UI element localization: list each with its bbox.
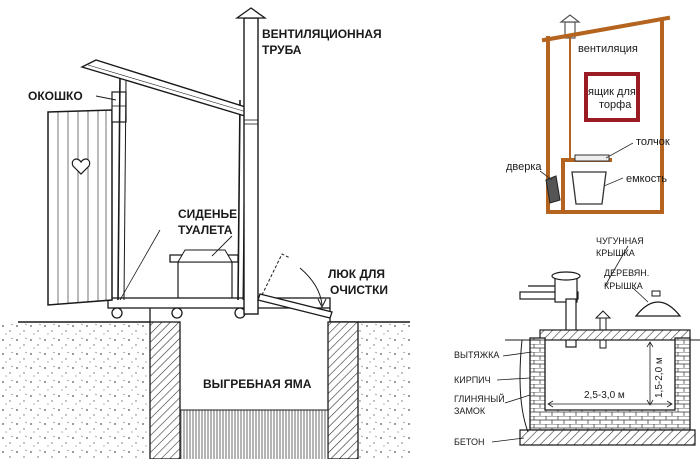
ground-soil-right (358, 322, 410, 459)
peat-toilet-drawing (539, 14, 671, 214)
pit-wall-left (149, 321, 181, 459)
label-ventilation-pipe-1: ВЕНТИЛЯЦИОННАЯ (262, 27, 382, 41)
label-cast-iron-lid-1: ЧУГУННАЯ (596, 236, 644, 246)
container (571, 171, 607, 205)
label-wood-lid-1: ДЕРЕВЯН. (604, 268, 649, 278)
ground-soil-left (0, 322, 148, 459)
pit-wall-right (327, 321, 359, 459)
label-concrete: БЕТОН (454, 437, 485, 447)
cesspit-section-drawing (491, 245, 700, 446)
label-seat-1: СИДЕНЬЕ (178, 207, 237, 221)
door (47, 109, 113, 306)
label-wood-lid-2: КРЫШКА (604, 281, 643, 291)
label-exhaust: ВЫТЯЖКА (454, 350, 499, 360)
label-window: ОКОШКО (28, 89, 83, 103)
cleanout-hatch (257, 293, 333, 319)
label-cesspit: ВЫГРЕБНАЯ ЯМА (203, 377, 312, 391)
ventilation-pipe (243, 17, 259, 315)
label-container: емкость (626, 173, 667, 185)
heart-icon (71, 158, 91, 175)
label-peat-box-1: ящик для (588, 86, 636, 98)
label-seat-2: ТУАЛЕТА (178, 223, 233, 237)
label-peat-box-2: торфа (599, 99, 632, 111)
label-ventilation-pipe-2: ТРУБА (262, 43, 302, 57)
pit-contents (180, 410, 328, 459)
label-ventilation: вентиляция (578, 43, 638, 55)
label-clay-lock-1: ГЛИНЯНЫЙ (454, 393, 505, 404)
main-outhouse-drawing (0, 7, 410, 459)
label-toilet: толчок (636, 136, 670, 148)
label-clay-lock-2: ЗАМОК (454, 406, 486, 416)
peat-box (584, 72, 640, 122)
door-flap (545, 175, 561, 204)
label-depth: 1,5-2,0 м (654, 357, 665, 398)
brick-wall (529, 337, 691, 431)
label-width: 2,5-3,0 м (584, 390, 625, 401)
label-hatch-1: ЛЮК ДЛЯ (328, 267, 385, 281)
label-brick: КИРПИЧ (454, 375, 491, 385)
cast-iron-lid (634, 301, 682, 317)
concrete-base (519, 429, 696, 446)
label-hatch-2: ОЧИСТКИ (330, 283, 388, 297)
roof (80, 59, 257, 117)
label-cast-iron-lid-2: КРЫШКА (596, 248, 635, 258)
label-door: дверка (506, 161, 542, 173)
pipe-cap (234, 7, 268, 19)
